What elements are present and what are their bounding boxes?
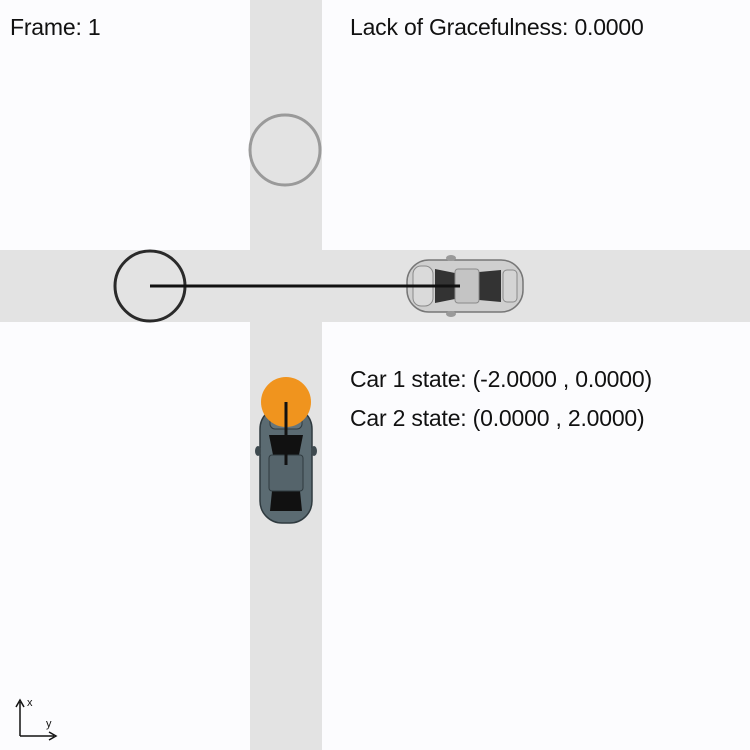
axis-x-label: x bbox=[27, 697, 33, 709]
grace-value: 0.0000 bbox=[574, 14, 644, 40]
car1-sprite bbox=[406, 255, 524, 317]
car2-goal-circle bbox=[248, 113, 322, 187]
car1-state-label: Car 1 state: (-2.0000 , 0.0000) bbox=[350, 366, 652, 392]
gracefulness-readout: Lack of Gracefulness: 0.0000 bbox=[350, 14, 644, 41]
axis-indicator: x y bbox=[15, 697, 58, 741]
frame-value: 1 bbox=[87, 14, 101, 40]
grace-prefix: Lack of Gracefulness: bbox=[350, 14, 575, 40]
frame-counter: Frame: 1 bbox=[10, 14, 101, 41]
axis-y-label: y bbox=[46, 718, 52, 730]
frame-prefix: Frame: bbox=[10, 14, 88, 40]
car2-state-label: Car 2 state: (0.0000 , 2.0000) bbox=[350, 405, 645, 431]
